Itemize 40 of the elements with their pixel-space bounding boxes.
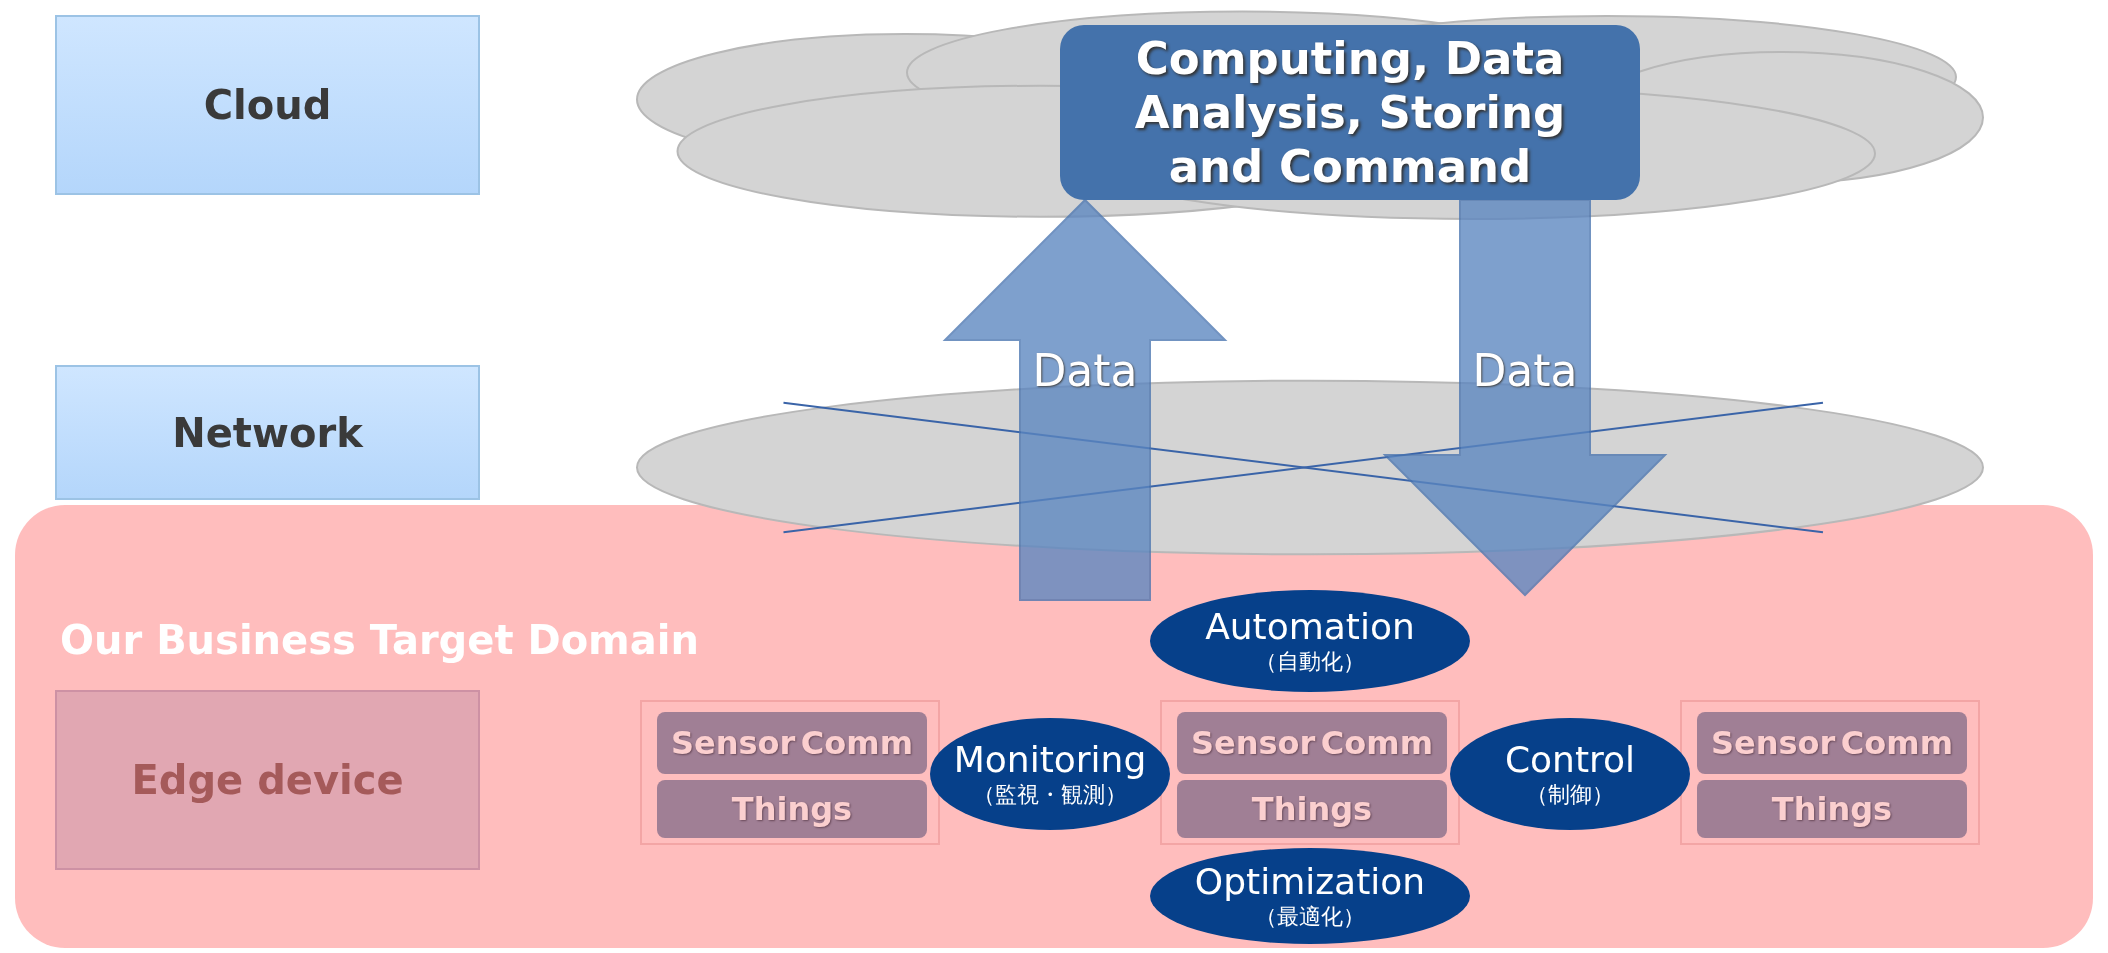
function-label: Optimization (1194, 860, 1426, 902)
function-sublabel: （制御） (1526, 780, 1614, 809)
device-panel (1160, 700, 1460, 845)
bar-label: Sensor (1191, 724, 1316, 762)
bar-label: Sensor (1711, 724, 1836, 762)
function-label: Control (1504, 738, 1636, 780)
bar-label: Things (1771, 790, 1893, 828)
function-sublabel: （自動化） (1255, 647, 1365, 676)
layer-label: Network (171, 409, 365, 456)
bar-label: Sensor (671, 724, 796, 762)
function-label: Automation (1205, 605, 1415, 647)
device-bar (657, 780, 927, 838)
box-text: Computing, Data Analysis, Storing and Command (1133, 31, 1567, 194)
layer-box (55, 365, 480, 500)
layer-label: Edge device (130, 757, 405, 803)
device-bar (657, 712, 927, 774)
bar-label: Things (1251, 790, 1373, 828)
process-box (1060, 25, 1640, 200)
device-bar (1697, 712, 1967, 774)
block-arrow (1382, 199, 1668, 597)
function-label: Monitoring (953, 738, 1147, 780)
edge-label: Data (1471, 345, 1579, 396)
device-panel (1680, 700, 1980, 845)
bar-label: Comm (1320, 724, 1433, 762)
edge-label: Data (1031, 345, 1139, 396)
layer-label: Cloud (202, 82, 333, 128)
function-sublabel: （最適化） (1255, 902, 1365, 931)
block-arrow (942, 198, 1228, 601)
device-panel (640, 700, 940, 845)
bar-label: Comm (800, 724, 913, 762)
device-bar (1177, 780, 1447, 838)
domain-band (15, 505, 2093, 948)
bar-label: Comm (1840, 724, 1953, 762)
layer-box (55, 15, 480, 195)
function-sublabel: （監視・観測） (973, 780, 1127, 809)
layer-box (55, 690, 480, 870)
bar-label: Things (731, 790, 853, 828)
band-title: Our Business Target Domain (60, 617, 699, 663)
device-bar (1697, 780, 1967, 838)
device-bar (1177, 712, 1447, 774)
